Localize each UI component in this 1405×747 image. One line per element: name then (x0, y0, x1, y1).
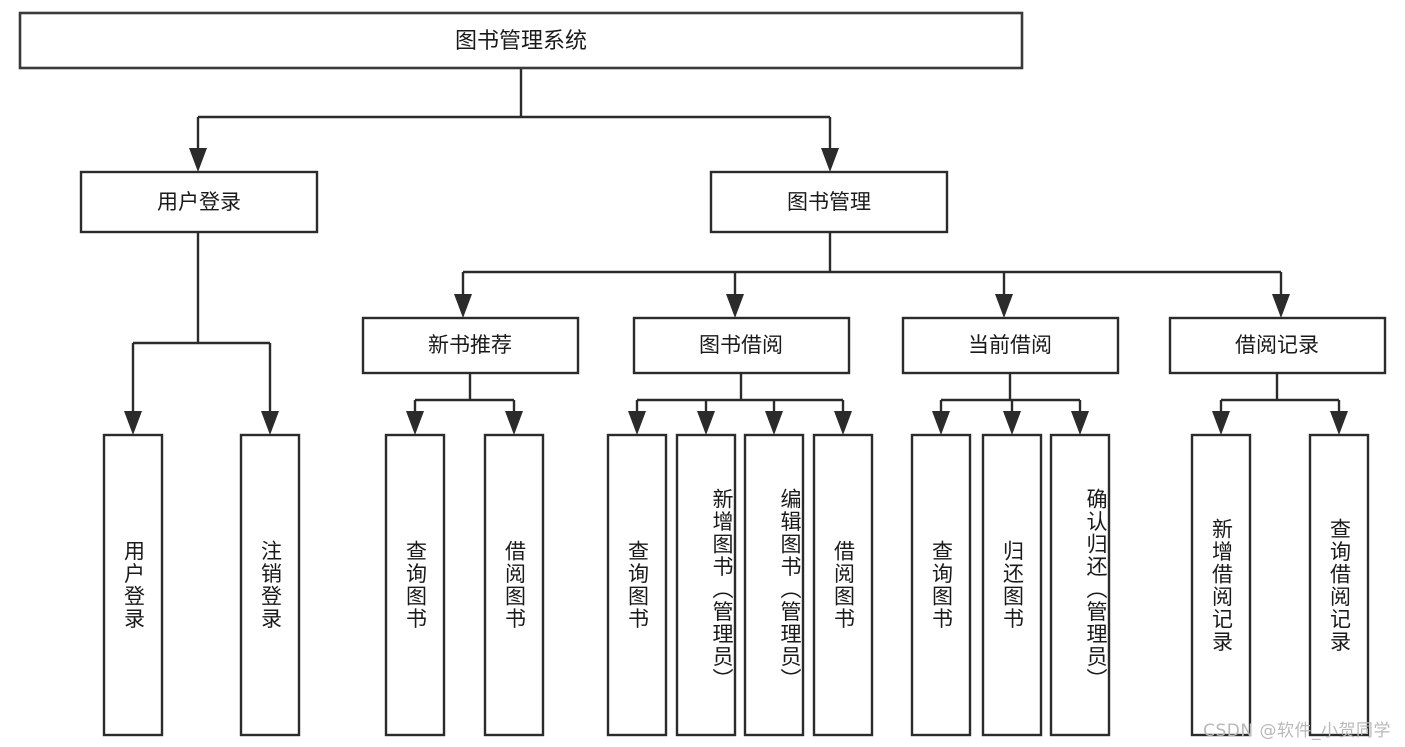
borrow-record-box[interactable] (1168, 316, 1387, 375)
arrow-to-leaf-query-record (1330, 411, 1348, 435)
arrow-to-leaf-query-book-bb (628, 411, 646, 435)
user-login-box[interactable] (79, 170, 319, 234)
leaf-box-edit-book[interactable] (743, 433, 805, 737)
arrow-to-leaf-edit-book (765, 411, 783, 435)
leaf-box-query-book-rec[interactable] (384, 433, 446, 737)
current-borrow-label: 当前借阅 (968, 333, 1052, 357)
root-box[interactable] (18, 11, 1024, 70)
arrow-to-leaf-add-record (1212, 411, 1230, 435)
leaf-box-return-book[interactable] (981, 433, 1043, 737)
arrow-to-borrow-record (1272, 294, 1290, 318)
arrow-to-leaf-user-login (124, 411, 142, 435)
node-root[interactable]: 图书管理系统 (18, 11, 1024, 70)
leaf-box-confirm-return[interactable] (1049, 433, 1111, 737)
leaf-box-query-book-cb[interactable] (910, 433, 972, 737)
leaf-box-borrow-book-bb[interactable] (812, 433, 874, 737)
new-book-rec-label: 新书推荐 (428, 333, 512, 357)
current-borrow-box[interactable] (901, 316, 1120, 375)
arrow-to-leaf-add-book (697, 411, 715, 435)
arrow-to-leaf-confirm-return (1071, 411, 1089, 435)
arrow-root-to-user-login (189, 148, 207, 172)
arrow-to-new-book-rec (454, 294, 472, 318)
watermark-text: CSDN @软件_小贺同学 (1203, 721, 1391, 741)
leaf-box-logout[interactable] (239, 433, 301, 737)
arrow-root-to-book-manage (821, 148, 839, 172)
leaf-box-add-book[interactable] (675, 433, 737, 737)
arrow-to-leaf-return-book (1003, 411, 1021, 435)
arrow-to-book-borrow (726, 294, 744, 318)
node-new-book-rec[interactable]: 新书推荐 (361, 316, 580, 375)
new-book-rec-box[interactable] (361, 316, 580, 375)
book-borrow-box[interactable] (632, 316, 851, 375)
arrow-to-leaf-query-book-cb (932, 411, 950, 435)
arrow-to-leaf-query-book-rec (406, 411, 424, 435)
leaf-box-borrow-book-rec[interactable] (483, 433, 545, 737)
node-book-manage[interactable]: 图书管理 (709, 170, 949, 234)
leaf-box-query-record[interactable] (1308, 433, 1370, 737)
leaf-box-layer (102, 433, 1370, 737)
root-label: 图书管理系统 (455, 29, 587, 54)
book-manage-box[interactable] (709, 170, 949, 234)
arrow-to-leaf-borrow-book-rec (505, 411, 523, 435)
arrow-to-leaf-borrow-book-bb (834, 411, 852, 435)
leaf-box-query-book-bb[interactable] (606, 433, 668, 737)
book-manage-label: 图书管理 (787, 190, 871, 214)
borrow-record-label: 借阅记录 (1235, 333, 1319, 357)
leaf-box-add-record[interactable] (1190, 433, 1252, 737)
leaf-box-user-login[interactable] (102, 433, 164, 737)
arrow-to-leaf-logout (261, 411, 279, 435)
connector-layer (124, 68, 1348, 435)
arrow-to-current-borrow (995, 294, 1013, 318)
book-borrow-label: 图书借阅 (699, 333, 783, 357)
node-current-borrow[interactable]: 当前借阅 (901, 316, 1120, 375)
node-user-login[interactable]: 用户登录 (79, 170, 319, 234)
user-login-label: 用户登录 (157, 190, 241, 214)
node-borrow-record[interactable]: 借阅记录 (1168, 316, 1387, 375)
node-book-borrow[interactable]: 图书借阅 (632, 316, 851, 375)
